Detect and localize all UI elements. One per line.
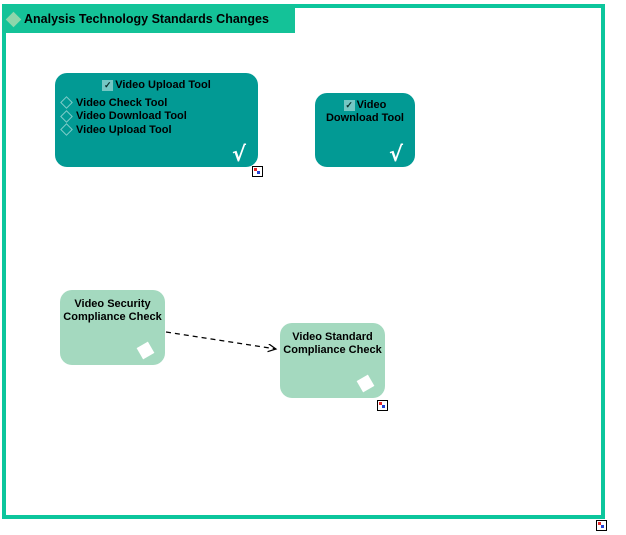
node-title: Video Upload Tool [115,79,211,91]
diamond-icon [60,109,73,123]
marker-badge-icon [596,520,607,531]
diagram-canvas [2,4,605,519]
node-title-row: ✓ Video [315,99,415,112]
node-title-line1: Video Security [74,298,151,310]
check-icon: ✓ [343,100,355,111]
node-title-line1: Video [356,99,387,111]
node-title-line2: Compliance Check [283,344,382,356]
list-item[interactable]: Video Download Tool [59,109,258,124]
diamond-icon [60,123,73,137]
node-video-security-compliance-check[interactable]: Video Security Compliance Check [60,290,165,365]
node-video-standard-compliance-check[interactable]: Video Standard Compliance Check [280,323,385,398]
diamond-icon [5,11,22,27]
marker-badge-icon [377,400,388,411]
node-video-download-tool[interactable]: ✓ Video Download Tool √ [315,93,415,167]
list-item[interactable]: Video Upload Tool [59,123,258,137]
node-title-line2: Download Tool [325,112,404,124]
service-glyph-icon: √ [231,142,246,166]
diamond-icon [356,374,375,393]
node-video-upload-tool-group[interactable]: ✓ Video Upload Tool Video Check Tool Vid… [55,73,258,167]
diagram-title-bar[interactable]: Analysis Technology Standards Changes [3,5,295,33]
diamond-icon [60,96,73,110]
diamond-icon [136,341,155,360]
marker-badge-icon [252,166,263,177]
node-title-line1: Video Standard [292,331,373,343]
list-item-label: Video Upload Tool [76,123,172,136]
check-icon: ✓ [102,80,114,91]
group-item-list: Video Check Tool Video Download Tool Vid… [55,96,258,137]
list-item-label: Video Download Tool [76,110,187,123]
node-title-line2: Compliance Check [63,311,162,323]
service-glyph-icon: √ [388,142,403,166]
list-item[interactable]: Video Check Tool [59,96,258,110]
diagram-title: Analysis Technology Standards Changes [24,12,269,26]
node-title-row: ✓ Video Upload Tool [55,79,258,92]
list-item-label: Video Check Tool [76,96,168,109]
